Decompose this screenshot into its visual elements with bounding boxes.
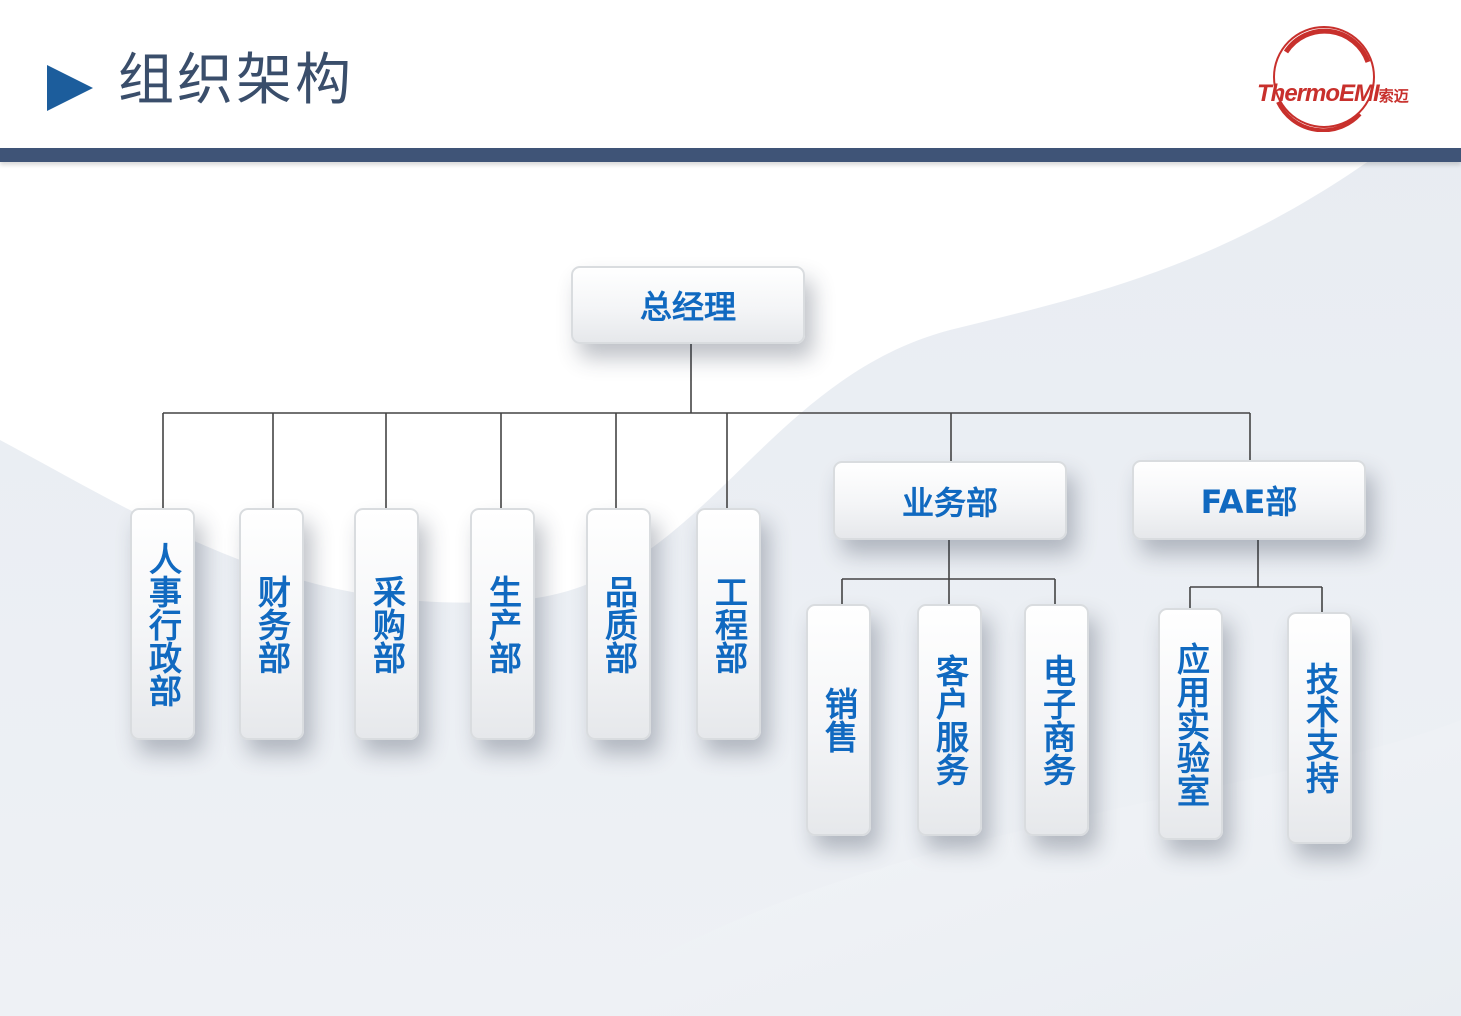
node-tech-support: 技术支持 xyxy=(1287,612,1352,844)
node-production: 生产部 xyxy=(470,508,535,740)
node-general-manager: 总经理 xyxy=(571,266,805,344)
node-ecommerce: 电子商务 xyxy=(1024,604,1089,836)
play-triangle-icon xyxy=(47,65,93,111)
page-title: 组织架构 xyxy=(118,48,354,113)
node-finance: 财务部 xyxy=(239,508,304,740)
header: 组织架构 ThermoEMI索迈 xyxy=(0,0,1461,148)
logo-ring-icon xyxy=(1273,26,1375,132)
node-hr-admin: 人事行政部 xyxy=(130,508,195,740)
node-sales: 销售 xyxy=(806,604,871,836)
node-purchasing: 采购部 xyxy=(354,508,419,740)
node-customer-service: 客户服务 xyxy=(917,604,982,836)
node-application-lab: 应用实验室 xyxy=(1158,608,1223,840)
node-engineering: 工程部 xyxy=(696,508,761,740)
node-business: 业务部 xyxy=(833,461,1067,540)
logo-text: ThermoEMI索迈 xyxy=(1257,80,1409,107)
node-fae: FAE部 xyxy=(1132,460,1366,540)
header-divider xyxy=(0,148,1461,162)
node-quality: 品质部 xyxy=(586,508,651,740)
company-logo: ThermoEMI索迈 xyxy=(1250,22,1420,132)
